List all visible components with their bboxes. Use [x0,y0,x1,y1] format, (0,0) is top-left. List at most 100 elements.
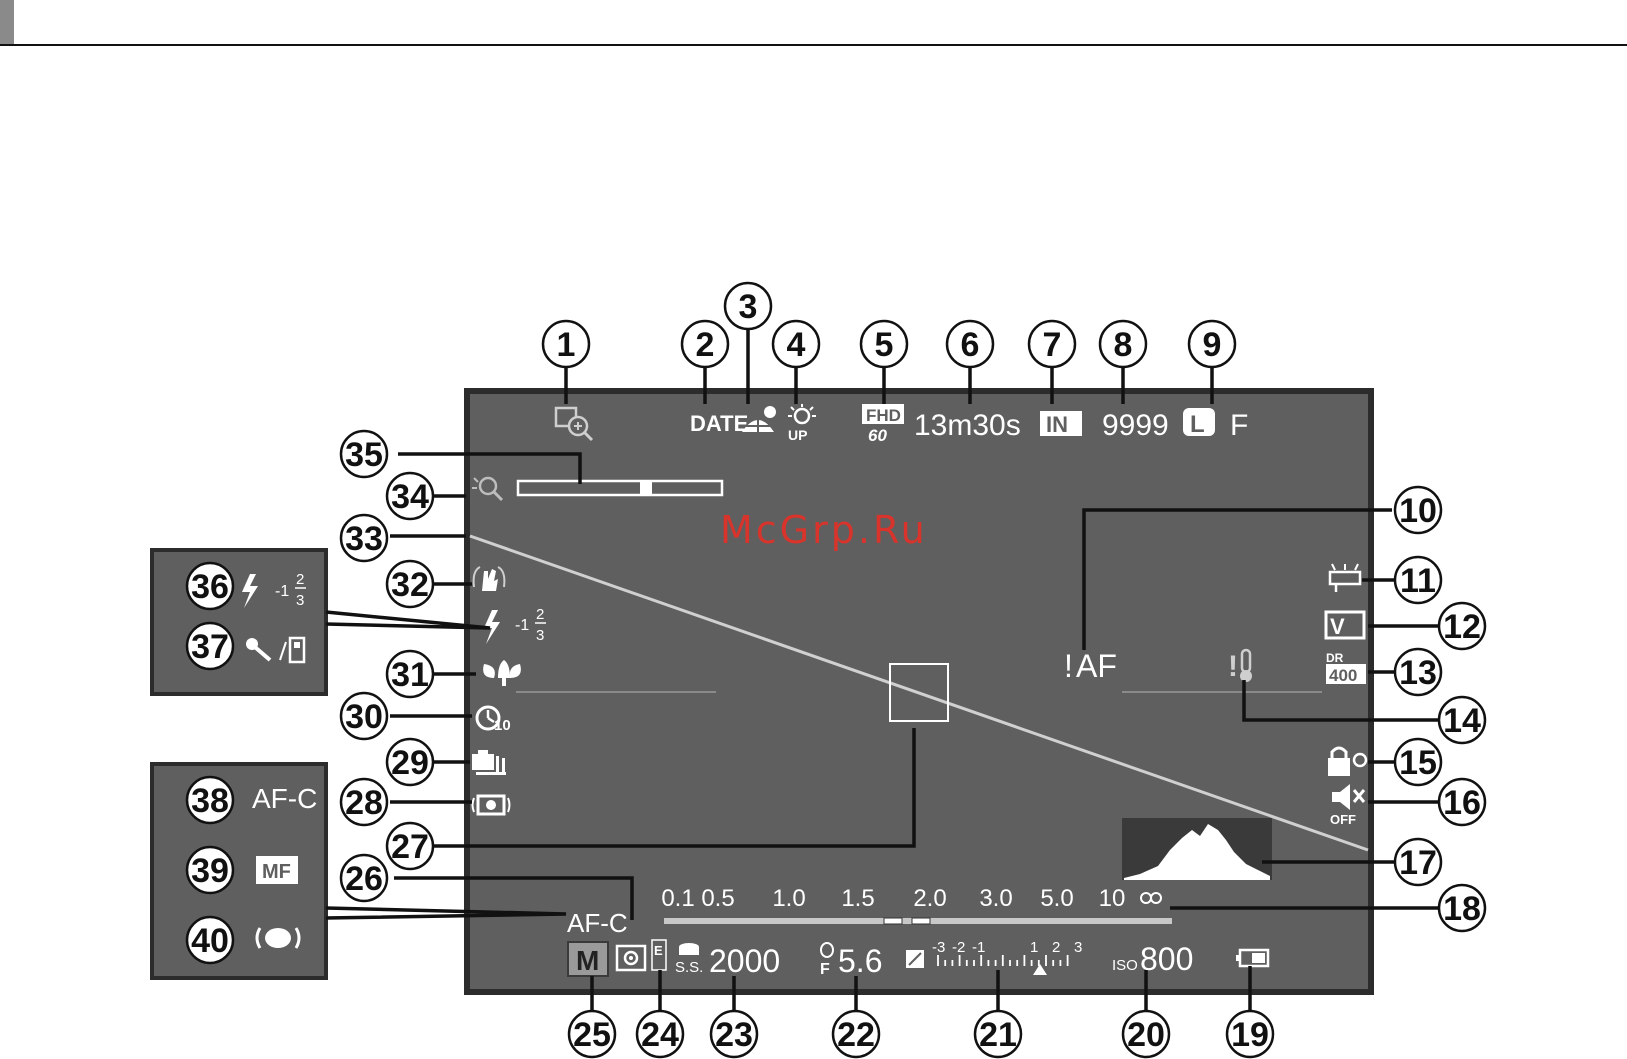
inset-flash-comp: -1 [275,583,289,600]
callout-number: 37 [191,628,229,666]
callout-number: 8 [1114,326,1133,364]
film-sim-label: V [1330,614,1345,639]
distance-tick-4: 2.0 [913,885,946,912]
callout-17: 17 [1395,839,1441,885]
exposure-tick-1: -2 [952,939,965,956]
callout-number: 9 [1203,326,1222,364]
callout-20: 20 [1123,1011,1169,1057]
focus-mode-label: AF-C [567,908,628,938]
callout-number: 2 [696,326,715,364]
watermark-text: McGrp.Ru [720,508,928,552]
callout-22: 22 [833,1011,879,1057]
exposure-tick-3: 1 [1030,939,1038,956]
callout-number: 5 [875,326,894,364]
callout-29: 29 [387,739,433,785]
callout-number: 38 [191,782,229,820]
exposure-tick-0: -3 [932,939,945,956]
sound-off-label: OFF [1330,812,1356,827]
callout-18: 18 [1439,885,1485,931]
callout-33: 33 [341,515,387,561]
iso-value: 800 [1140,941,1193,977]
callout-21: 21 [975,1011,1021,1057]
distance-tick-1: 0.5 [701,885,734,912]
callout-number: 26 [345,860,383,898]
callout-number: 24 [641,1016,679,1054]
exposure-tick-2: -1 [972,939,985,956]
callout-38: 38 [187,777,233,823]
callout-15: 15 [1395,739,1441,785]
callout-number: 40 [191,922,229,960]
callout-number: 25 [573,1016,611,1054]
callout-9: 9 [1189,321,1235,367]
callout-26: 26 [341,855,387,901]
callout-8: 8 [1100,321,1146,367]
shutter-speed-value: 2000 [709,943,780,979]
brightness-up-label: UP [788,427,807,443]
callout-27: 27 [387,823,433,869]
callout-2: 2 [682,321,728,367]
callout-28: 28 [341,779,387,825]
callout-number: 28 [345,784,383,822]
movie-fps-label: 60 [868,426,887,445]
callout-25: 25 [569,1011,615,1057]
shutter-speed-label: S.S. [675,959,703,976]
callout-24: 24 [637,1011,683,1057]
image-quality-label: F [1230,409,1248,442]
focus-distance-marker [640,481,652,495]
callout-number: 10 [1399,492,1437,530]
callout-10: 10 [1395,487,1441,533]
callout-11: 11 [1395,557,1441,603]
callout-number: 36 [191,568,229,606]
callout-number: 17 [1399,844,1437,882]
flash-comp-denominator: 3 [536,627,544,644]
callout-number: 11 [1400,562,1436,600]
callout-3: 3 [725,283,771,329]
callout-number: 35 [345,436,383,474]
callout-4: 4 [773,321,819,367]
callout-34: 34 [387,473,433,519]
recording-time: 13m30s [914,409,1021,442]
inset-mf-label: MF [262,861,291,883]
callout-number: 15 [1399,744,1437,782]
callout-6: 6 [947,321,993,367]
shutter-speed-icon [679,943,699,955]
flash-comp-numerator: 2 [536,606,544,623]
callout-number: 31 [391,656,429,694]
callout-number: 21 [979,1016,1017,1054]
callout-number: 39 [191,852,229,890]
inset-flash-comp-den: 3 [296,592,304,609]
callout-36: 36 [187,563,233,609]
callout-40: 40 [187,917,233,963]
callout-number: 12 [1443,608,1481,646]
callout-number: 23 [715,1016,753,1054]
callout-number: 18 [1443,890,1481,928]
callout-13: 13 [1395,649,1441,695]
frames-remaining: 9999 [1102,409,1169,442]
callout-number: 33 [345,520,383,558]
distance-tick-2: 1.0 [772,885,805,912]
callout-number: 20 [1127,1016,1165,1054]
dynamic-range-label: DR [1326,651,1344,665]
callout-number: 1 [557,326,576,364]
callout-31: 31 [387,651,433,697]
callout-number: 3 [739,288,758,326]
aperture-value: 5.6 [838,943,882,979]
callout-35: 35 [341,431,387,477]
inset-af-c-label: AF-C [252,783,317,814]
distance-tick-7: 10 [1099,885,1126,912]
callout-39: 39 [187,847,233,893]
inset-flash-comp-num: 2 [296,571,304,588]
callout-number: 29 [391,744,429,782]
callout-number: 27 [391,828,429,866]
callout-number: 14 [1443,702,1481,740]
callout-number: 13 [1399,654,1437,692]
callout-number: 4 [787,326,806,364]
date-stamp-indicator: DATE [690,411,748,436]
callout-12: 12 [1439,603,1485,649]
callout-number: 6 [961,326,980,364]
movie-mode-label: FHD [866,406,901,425]
dynamic-range-value: 400 [1329,666,1357,685]
callout-number: 32 [391,566,429,604]
af-warning-label: AF [1076,648,1117,684]
callout-number: 16 [1443,784,1481,822]
